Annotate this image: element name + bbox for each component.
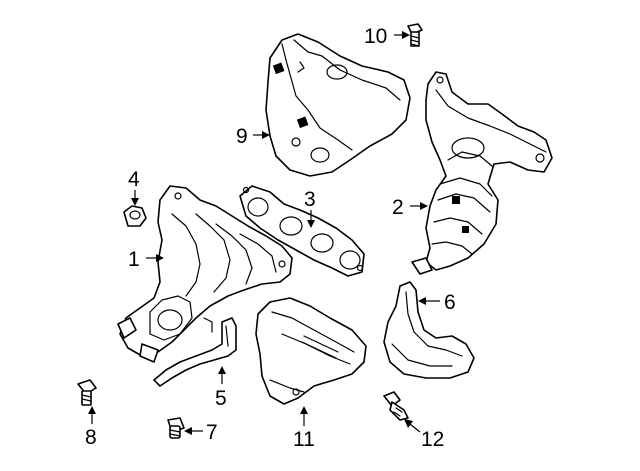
part-10-bolt[interactable] (407, 23, 423, 47)
part-9-heat-shield[interactable] (265, 33, 411, 177)
part-3-gasket[interactable] (239, 185, 365, 277)
callout-labels: 1 2 3 4 5 6 7 8 9 10 11 12 (85, 25, 456, 451)
part-12-bolt[interactable] (383, 391, 409, 421)
callout-11: 11 (293, 428, 315, 451)
part-4-nut[interactable] (123, 205, 147, 227)
callout-10: 10 (364, 25, 387, 48)
callout-7: 7 (206, 421, 218, 444)
callout-12: 12 (421, 428, 444, 451)
callout-2: 2 (392, 196, 404, 219)
callout-6: 6 (444, 291, 456, 314)
part-8-bolt[interactable] (77, 379, 97, 406)
callout-9: 9 (236, 125, 248, 148)
callout-3: 3 (304, 188, 316, 211)
leader-lines (88, 31, 440, 435)
part-7-stud[interactable] (167, 417, 185, 439)
part-11-lower-shield[interactable] (255, 297, 367, 405)
callout-5: 5 (215, 387, 227, 410)
part-2-catalytic-converter[interactable] (411, 71, 553, 275)
callout-1: 1 (128, 248, 140, 271)
callout-4: 4 (128, 168, 140, 191)
part-6-lower-heat-shield[interactable] (383, 281, 475, 379)
part-5-bracket[interactable] (153, 317, 237, 387)
callout-8: 8 (85, 426, 97, 449)
part-1-exhaust-manifold[interactable] (117, 185, 293, 363)
